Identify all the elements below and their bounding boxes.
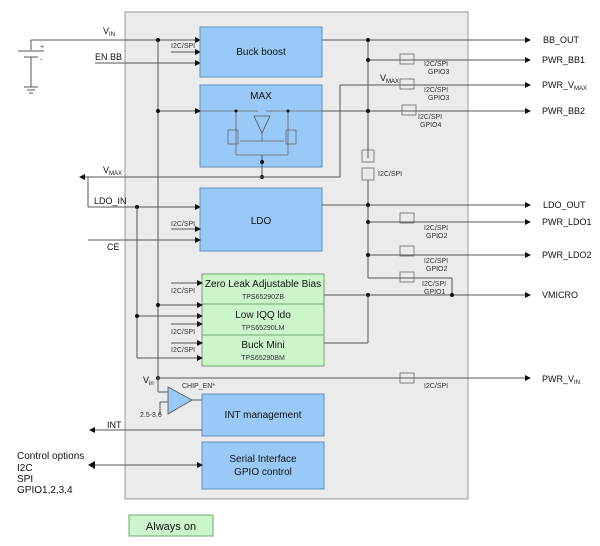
- output-pwr-ldo1: PWR_LDO1: [542, 217, 592, 227]
- chip-en-label: CHIP_EN*: [182, 383, 215, 390]
- fet-bb2-i2c: I2C/SPI: [418, 114, 442, 121]
- max-comparator-icon: [200, 109, 322, 156]
- fet-vmicro-i2c: I2C/SPI: [422, 281, 446, 288]
- comparator-icon: [167, 386, 193, 415]
- low-iqq-title: Low IQQ ldo: [235, 310, 291, 321]
- int-management-block: [201, 393, 325, 437]
- bm-i2c-label: I2C/SPI: [171, 347, 195, 354]
- fet-bb1-gpio: GPIO3: [428, 69, 450, 76]
- fet-vin-i2c: I2C/SPI: [424, 383, 448, 390]
- control-options-title: Control options: [17, 451, 84, 462]
- ldo-title: LDO: [251, 216, 272, 227]
- output-ldo-out: LDO_OUT: [543, 200, 586, 210]
- ce-label: CE: [107, 242, 120, 252]
- fet-ldo1-i2c: I2C/SPI: [424, 225, 448, 232]
- output-pwr-vin: PWR_VIN: [542, 374, 580, 386]
- serial-interface-block: [201, 441, 325, 490]
- output-pwr-vmax: PWR_VMAX: [542, 80, 587, 92]
- fet-vmax-i2c: I2C/SPI: [424, 87, 448, 94]
- fet-bb2-gpio: GPIO4: [420, 122, 442, 129]
- fet-ldo1-gpio: GPIO2: [426, 233, 448, 240]
- gpio-control-title: GPIO control: [234, 467, 292, 478]
- battery-plus: +: [40, 44, 44, 51]
- lm-i2c-label: I2C/SPI: [171, 329, 195, 336]
- buck-boost-block: [199, 26, 323, 78]
- zero-leak-block: [201, 273, 325, 305]
- threshold-label: 2.5-3.6: [140, 412, 162, 419]
- battery-minus: -: [40, 57, 43, 64]
- control-option-spi: SPI: [17, 474, 33, 485]
- low-iqq-block: [201, 303, 325, 336]
- output-bb-out: BB_OUT: [543, 35, 580, 45]
- legend-always-on-label: Always on: [146, 521, 196, 533]
- control-option-gpio: GPIO1,2,3,4: [17, 485, 73, 496]
- fet-ldo2-gpio: GPIO2: [426, 266, 448, 273]
- vmax-fet-label: VMAX: [380, 73, 399, 85]
- output-vmicro: VMICRO: [542, 290, 578, 300]
- vin2-label: Vin: [143, 375, 154, 387]
- zl-i2c-label: I2C/SPI: [171, 288, 195, 295]
- buck-mini-title: Buck Mini: [241, 340, 284, 351]
- buck-boost-title: Buck boost: [236, 47, 286, 58]
- en-bb-label: EN BB: [95, 52, 122, 62]
- low-iqq-part: TPS65290LM: [242, 325, 285, 332]
- switch-fet-icon: [361, 53, 417, 384]
- buck-mini-block: [201, 334, 325, 367]
- output-pwr-bb2: PWR_BB2: [542, 106, 585, 116]
- fet-vmicro-gpio: GPIO1: [424, 289, 446, 296]
- fet-series-i2c: I2C/SPI: [378, 171, 402, 178]
- output-pwr-ldo2: PWR_LDO2: [542, 250, 592, 260]
- int-management-title: INT management: [224, 410, 301, 421]
- ldo-in-label: LDO_IN: [94, 196, 127, 206]
- serial-interface-title: Serial Interface: [229, 454, 297, 465]
- zero-leak-part: TPS65290ZB: [242, 294, 284, 301]
- legend-always-on-swatch: [128, 514, 214, 537]
- zero-leak-title: Zero Leak Adjustable Bias: [205, 279, 321, 290]
- int-label: INT: [107, 420, 122, 430]
- buck-mini-part: TPS65290BM: [241, 355, 285, 362]
- output-pwr-bb1: PWR_BB1: [542, 55, 585, 65]
- vin-label: VIN: [103, 26, 115, 38]
- control-option-i2c: I2C: [17, 463, 33, 474]
- max-title: MAX: [250, 91, 272, 102]
- battery-icon: + -: [18, 39, 160, 94]
- fet-vmax-gpio: GPIO3: [428, 95, 450, 102]
- fet-ldo2-i2c: I2C/SPI: [424, 258, 448, 265]
- bb-i2c-label: I2C/SPI: [171, 43, 195, 50]
- vmax-label: VMAX: [103, 165, 122, 177]
- ldo-block: [199, 187, 323, 252]
- fet-bb1-i2c: I2C/SPI: [424, 61, 448, 68]
- ldo-i2c-label: I2C/SPI: [171, 221, 195, 228]
